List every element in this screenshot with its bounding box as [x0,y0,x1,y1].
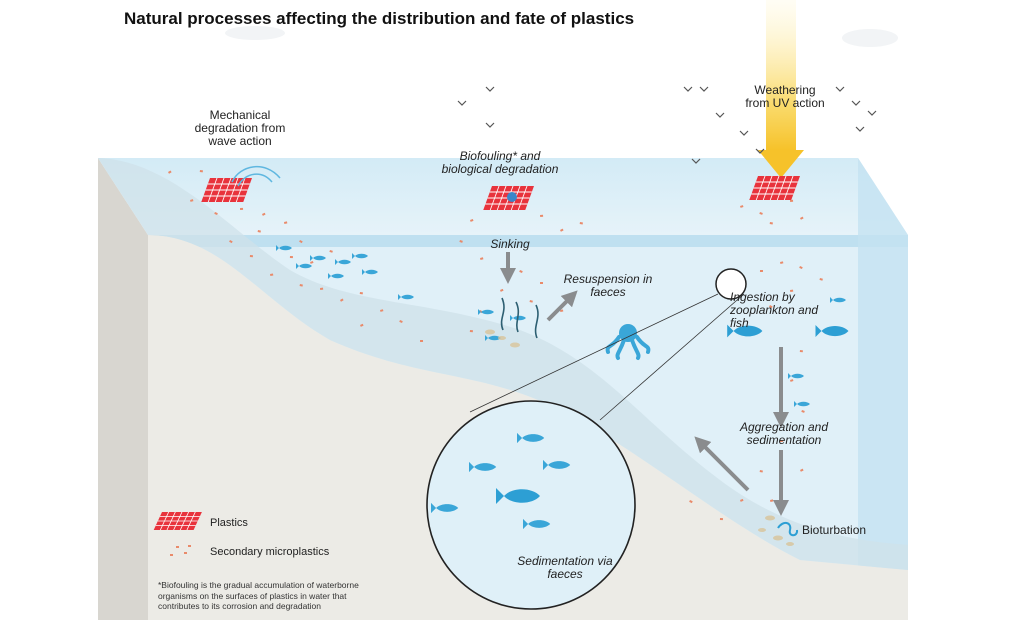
zoom-circle [426,400,636,610]
label-weathering: Weathering from UV action [745,83,825,110]
legend-micro-icon [170,545,191,556]
label-resuspension: Resuspension in faeces [563,272,653,299]
wave-icon [231,165,281,187]
bird-icon [457,86,877,164]
zoom-connector [469,293,745,421]
inspect-circle [715,268,747,300]
legend-plastics-label: Plastics [210,517,248,529]
sediment-pebbles [485,329,794,546]
octopus-icon [605,324,651,360]
seabed-block-side [98,158,148,620]
biofouling-spot [507,192,517,202]
label-bioturbation: Bioturbation [802,523,867,537]
legend-plastics-icon [153,511,203,531]
label-ingestion: Ingestion by zooplankton and fish [730,290,819,330]
legend-microplastics-label: Secondary microplastics [210,546,330,558]
seaweed-icon [500,297,539,339]
label-mechanical-degradation: Mechanical degradation from wave action [194,108,286,148]
resuspension-arrow [546,290,578,322]
sun-ray-icon [758,0,804,178]
label-sedimentation-faeces: Sedimentation via faeces [517,554,613,581]
worm-icon [777,522,799,537]
label-aggregation: Aggregation and sedimentation [739,420,829,447]
footnote: *Biofouling is the gradual accumulation … [158,580,359,611]
cloud-icon [225,26,898,47]
label-biofouling: Biofouling* and biological degradation [441,149,559,176]
resuspension-arrow-2 [694,436,750,492]
page-title: Natural processes affecting the distribu… [124,9,635,28]
label-sinking: Sinking [490,237,530,251]
sediment-layer [98,158,908,570]
